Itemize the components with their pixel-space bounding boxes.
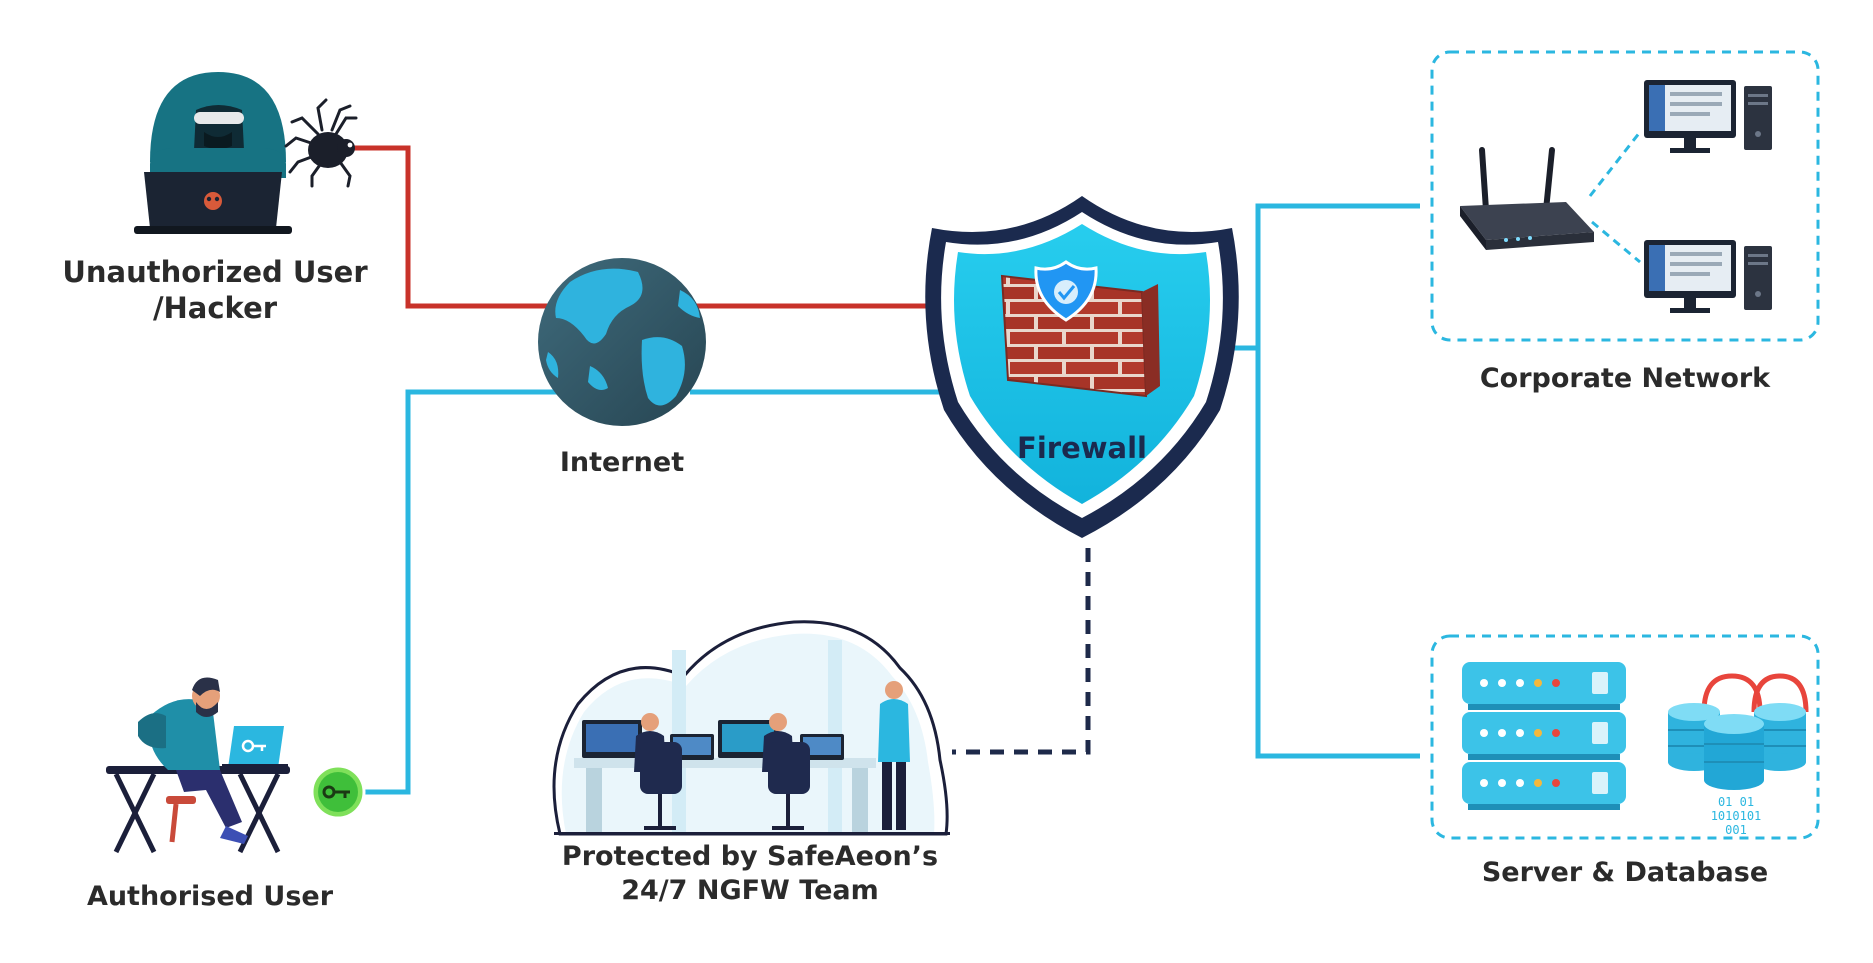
key-badge-icon [310,764,366,820]
team-dashed-line [952,548,1091,755]
router-link-top [1588,131,1642,197]
corporate-network-box [1430,50,1820,342]
team-label: Protected by SafeAeon’s 24/7 NGFW Team [530,840,970,908]
security-operations-team-icon [552,620,950,836]
globe-icon [538,258,706,426]
authorised-user-label: Authorised User [86,881,334,912]
key-icon [241,739,266,753]
skull-icon [204,192,222,210]
internet-label: Internet [559,447,685,478]
authorised-line [364,389,560,795]
router-icon [1460,147,1594,250]
server-database-label: Server & Database [1481,857,1769,888]
binary-line: 001 [1725,823,1747,837]
corporate-network-label: Corporate Network [1479,363,1771,394]
server-rack-icon [1462,662,1626,810]
user-at-laptop-icon [106,677,290,854]
spider-bug-icon [284,98,358,188]
threat-line [352,145,560,309]
database-icon [1668,673,1809,790]
hooded-hacker-icon [134,72,292,234]
desktop-computer-icon [1644,80,1772,153]
binary-digits: 01 01 1010101 001 [1711,795,1762,837]
firewall-label: Firewall [1017,431,1147,465]
hacker-label: Unauthorized User /Hacker [40,254,390,327]
binary-line: 01 01 [1718,795,1754,809]
binary-line: 1010101 [1711,809,1762,823]
hacker-label-line-1: Unauthorized User [62,255,368,289]
bus-line [1255,203,1420,759]
team-label-line-1: Protected by SafeAeon’s [561,841,939,872]
connections [352,145,1420,795]
check-shield-icon [1034,260,1098,322]
router-link-bottom [1591,220,1641,264]
desktop-computer-icon [1644,240,1772,313]
hacker-label-line-2: /Hacker [152,291,278,326]
brick-wall-shield-icon [925,196,1239,538]
team-label-line-2: 24/7 NGFW Team [621,874,879,906]
